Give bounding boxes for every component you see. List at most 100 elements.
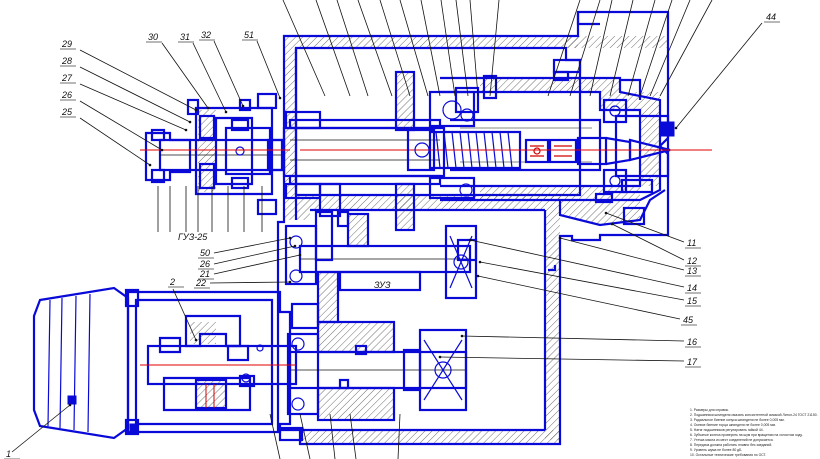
leader-line-l31 xyxy=(192,42,227,113)
note-line: 2. Подшипники шпинделя смазать консистен… xyxy=(690,413,818,417)
part-label-l45: 45 xyxy=(683,315,694,325)
part-label-l16: 16 xyxy=(687,337,697,347)
leader-dot-l1 xyxy=(68,403,72,407)
leader-line-l27 xyxy=(79,83,187,131)
note-line: 3. Радиальное биение конуса шпинделя не … xyxy=(690,418,785,422)
leader-dot-l26 xyxy=(160,148,164,152)
leader-line-l51 xyxy=(256,40,281,99)
part-label-l28: 28 xyxy=(61,56,72,66)
leader-line-l11 xyxy=(605,212,685,243)
part-label-l26: 26 xyxy=(61,90,72,100)
top-leader-line-15 xyxy=(627,0,656,97)
spindle-shaft xyxy=(282,70,498,232)
part-label-l30: 30 xyxy=(148,32,158,42)
note-line: 5. Натяг подшипников регулировать гайкой… xyxy=(690,428,764,432)
leader-dot-l31 xyxy=(224,110,228,114)
leader-line-l26 xyxy=(79,100,163,151)
leader-line-l13 xyxy=(559,237,685,271)
pulley-input-assembly: ГУЗ-25 xyxy=(140,92,290,242)
leader-dot-l15 xyxy=(478,260,482,264)
leader-line-l2 xyxy=(172,288,197,341)
part-label-l12: 12 xyxy=(687,256,697,266)
leader-lines xyxy=(4,0,780,459)
leader-dot-l16 xyxy=(460,334,464,338)
leader-line-l32 xyxy=(213,40,244,107)
part-label-l22: 22 xyxy=(195,278,206,288)
leader-line-l17 xyxy=(439,356,685,362)
leader-line-l28 xyxy=(79,66,191,123)
leader-dot-l28 xyxy=(188,120,192,124)
leader-line-l45 xyxy=(477,275,681,320)
bottom-leader-line-2 xyxy=(349,413,357,459)
part-label-l13: 13 xyxy=(687,266,697,276)
leader-dot-l11 xyxy=(604,211,608,215)
note-line: 9. Уровень шума не более 80 дБ. xyxy=(690,448,742,452)
part-label-l11: 11 xyxy=(687,238,696,248)
part-label-l1: 1 xyxy=(6,449,11,459)
intermediate-shaft: ЗУЗ xyxy=(284,210,478,324)
leader-line-l22 xyxy=(209,281,291,284)
leader-dot-l12 xyxy=(610,222,614,226)
leader-dot-l27 xyxy=(184,128,188,132)
top-leader-line-10 xyxy=(489,0,500,97)
bottom-leader-line-1 xyxy=(329,413,336,459)
leader-dot-l44 xyxy=(674,126,678,130)
output-shaft xyxy=(278,302,468,442)
top-leader-line-18 xyxy=(659,0,713,97)
bottom-leader-line-3 xyxy=(269,413,281,459)
part-label-l17: 17 xyxy=(687,357,698,367)
note-line: 6. Зубчатые колеса проверить на шум при … xyxy=(690,433,803,437)
leader-dot-l30 xyxy=(206,106,210,110)
top-leader-line-1 xyxy=(315,0,351,97)
note-line: 4. Осевое биение торца шпинделя не более… xyxy=(690,423,776,427)
leader-dot-l13 xyxy=(558,236,562,240)
leader-line-l26b xyxy=(213,245,296,265)
leader-dot-l17 xyxy=(438,355,442,359)
top-leader-line-7 xyxy=(440,0,456,97)
leader-line-l29 xyxy=(79,49,197,111)
technical-notes: 1. Размеры для справок.2. Подшипники шпи… xyxy=(690,408,818,457)
leader-dot-l25 xyxy=(148,163,152,167)
spring-pack xyxy=(300,130,712,170)
leader-line-l21 xyxy=(213,254,301,275)
top-leader-line-6 xyxy=(420,0,441,97)
main-housing xyxy=(276,10,670,446)
note-line: 1. Размеры для справок. xyxy=(690,408,729,412)
part-label-l51: 51 xyxy=(244,30,254,40)
leader-dot-l29 xyxy=(194,108,198,112)
top-leader-line-17 xyxy=(649,0,691,97)
part-label-l50: 50 xyxy=(200,248,210,258)
top-leader-line-13 xyxy=(589,0,613,97)
leader-line-l50 xyxy=(213,237,291,254)
top-leader-line-16 xyxy=(639,0,673,97)
leader-dot-l2 xyxy=(194,338,198,342)
leader-line-l15 xyxy=(479,261,685,301)
leader-dot-l45 xyxy=(476,274,480,278)
top-leader-line-11 xyxy=(547,0,581,97)
leader-line-l30 xyxy=(161,42,209,109)
leader-dot-l14 xyxy=(468,238,472,242)
note-line: 10. Остальные технические требования по … xyxy=(690,453,766,457)
top-leader-line-4 xyxy=(379,0,411,97)
part-label-l29: 29 xyxy=(61,39,72,49)
leader-line-l14 xyxy=(469,239,685,288)
motor-assembly xyxy=(32,286,298,440)
dimension-mark-zuz: ЗУЗ xyxy=(374,280,391,290)
top-leader-line-2 xyxy=(336,0,369,97)
leader-dot-l32 xyxy=(241,104,245,108)
top-leader-line-5 xyxy=(399,0,429,97)
leader-dot-l22 xyxy=(288,280,292,284)
part-label-l15: 15 xyxy=(687,296,698,306)
part-label-l31: 31 xyxy=(180,32,190,42)
part-label-l44: 44 xyxy=(766,12,776,22)
top-leader-line-8 xyxy=(455,0,469,97)
bottom-leader-line-0 xyxy=(299,413,311,459)
leader-dot-l51 xyxy=(278,96,282,100)
top-leader-line-0 xyxy=(282,0,326,97)
bottom-leader-line-4 xyxy=(397,413,401,459)
top-leader-line-9 xyxy=(469,0,479,97)
dimension-mark-guz: ГУЗ-25 xyxy=(178,232,208,242)
top-leader-line-3 xyxy=(357,0,393,97)
